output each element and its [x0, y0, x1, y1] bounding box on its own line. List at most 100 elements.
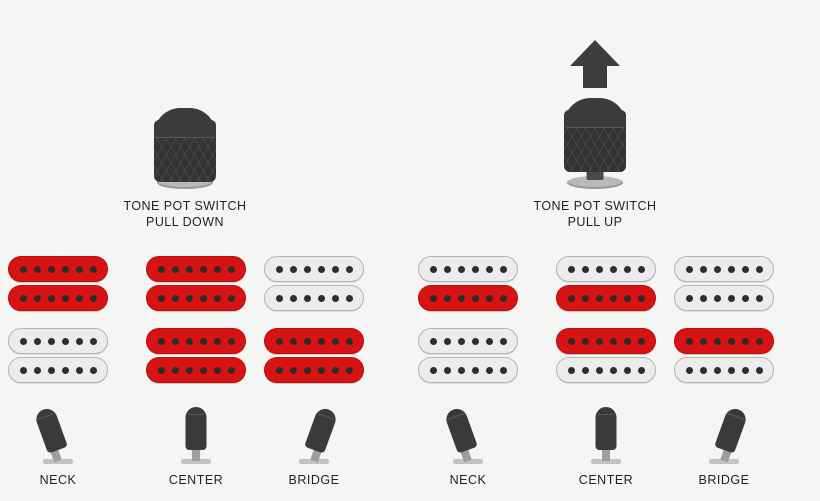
toggle-artwork [151, 404, 241, 466]
pole-piece [199, 366, 207, 374]
knob-top-cap [154, 108, 216, 138]
pole-piece [609, 294, 617, 302]
toggle-artwork [423, 404, 513, 466]
pull-up-arrow-icon [568, 38, 622, 90]
pole-piece [157, 366, 165, 374]
pole-piece [485, 337, 493, 345]
pole-piece [75, 294, 83, 302]
pole-piece [609, 265, 617, 273]
pole-piece [75, 337, 83, 345]
pole-piece [317, 265, 325, 273]
coil-top-on [264, 328, 364, 354]
switch-base-plate [709, 459, 739, 464]
tone-pot-knob-pull-up[interactable] [535, 40, 655, 238]
switch-lever[interactable] [595, 407, 617, 450]
knob-body[interactable] [154, 120, 216, 182]
pole-piece [685, 366, 693, 374]
pole-piece [499, 265, 507, 273]
pole-piece [471, 294, 479, 302]
toggle-artwork [13, 404, 103, 466]
pole-piece [741, 294, 749, 302]
pole-piece [637, 294, 645, 302]
pole-piece [713, 294, 721, 302]
pole-piece [331, 366, 339, 374]
pole-piece [227, 265, 235, 273]
switch-lever[interactable] [33, 406, 68, 454]
pole-piece [581, 294, 589, 302]
pole-piece [275, 265, 283, 273]
pole-piece [289, 337, 297, 345]
pole-piece [19, 366, 27, 374]
switch-lever[interactable] [304, 406, 339, 454]
pickup-pull-up-neck-row1 [418, 256, 518, 311]
coil-bottom-on [8, 285, 108, 311]
pole-piece [19, 265, 27, 273]
pole-piece [623, 337, 631, 345]
coil-top-on [146, 256, 246, 282]
coil-bottom-on [418, 285, 518, 311]
pole-piece [637, 337, 645, 345]
caption-line-2: PULL UP [567, 215, 623, 229]
pole-piece [457, 265, 465, 273]
coil-top-off [418, 328, 518, 354]
pole-piece [699, 265, 707, 273]
selector-switch-pull-up-center[interactable]: CENTER [561, 404, 651, 487]
knob-artwork [535, 40, 655, 238]
pole-piece [499, 337, 507, 345]
selector-switch-pull-down-bridge[interactable]: BRIDGE [269, 404, 359, 487]
pole-piece [89, 366, 97, 374]
pole-piece [623, 294, 631, 302]
pole-piece [471, 337, 479, 345]
pole-piece [89, 265, 97, 273]
pole-piece [303, 265, 311, 273]
tone-pot-knob-pull-down[interactable] [125, 88, 245, 238]
pole-piece [199, 337, 207, 345]
selector-switch-pull-down-center[interactable]: CENTER [151, 404, 241, 487]
switch-lever[interactable] [185, 407, 207, 450]
switch-label: BRIDGE [698, 473, 750, 487]
pole-piece [157, 337, 165, 345]
pole-piece [289, 294, 297, 302]
switch-lever[interactable] [443, 406, 478, 454]
pole-piece [199, 265, 207, 273]
pole-piece [47, 265, 55, 273]
switch-lever[interactable] [714, 406, 749, 454]
pole-piece [443, 337, 451, 345]
pickup-pull-down-bridge-row1 [264, 256, 364, 311]
pickup-pull-down-center-row2 [146, 328, 246, 383]
pole-piece [33, 294, 41, 302]
pole-piece [755, 265, 763, 273]
pole-piece [275, 366, 283, 374]
pole-piece [581, 337, 589, 345]
pole-piece [457, 294, 465, 302]
pole-piece [485, 265, 493, 273]
pickup-pull-down-bridge-row2 [264, 328, 364, 383]
pole-piece [317, 294, 325, 302]
pole-piece [157, 265, 165, 273]
pole-piece [595, 337, 603, 345]
selector-switch-pull-up-neck[interactable]: NECK [423, 404, 513, 487]
pole-piece [185, 366, 193, 374]
pole-piece [317, 337, 325, 345]
switch-label: NECK [449, 473, 487, 487]
switch-label: CENTER [168, 473, 224, 487]
switch-label: CENTER [578, 473, 634, 487]
coil-bottom-off [674, 357, 774, 383]
selector-switch-pull-up-bridge[interactable]: BRIDGE [679, 404, 769, 487]
pole-piece [567, 366, 575, 374]
pole-piece [429, 366, 437, 374]
coil-top-off [674, 256, 774, 282]
switch-stem [602, 447, 610, 461]
selector-switch-pull-down-neck[interactable]: NECK [13, 404, 103, 487]
pole-piece [471, 366, 479, 374]
pole-piece [289, 366, 297, 374]
pole-piece [303, 294, 311, 302]
toggle-artwork [561, 404, 651, 466]
pole-piece [171, 337, 179, 345]
pole-piece [331, 265, 339, 273]
pole-piece [199, 294, 207, 302]
pole-piece [499, 366, 507, 374]
pole-piece [755, 366, 763, 374]
